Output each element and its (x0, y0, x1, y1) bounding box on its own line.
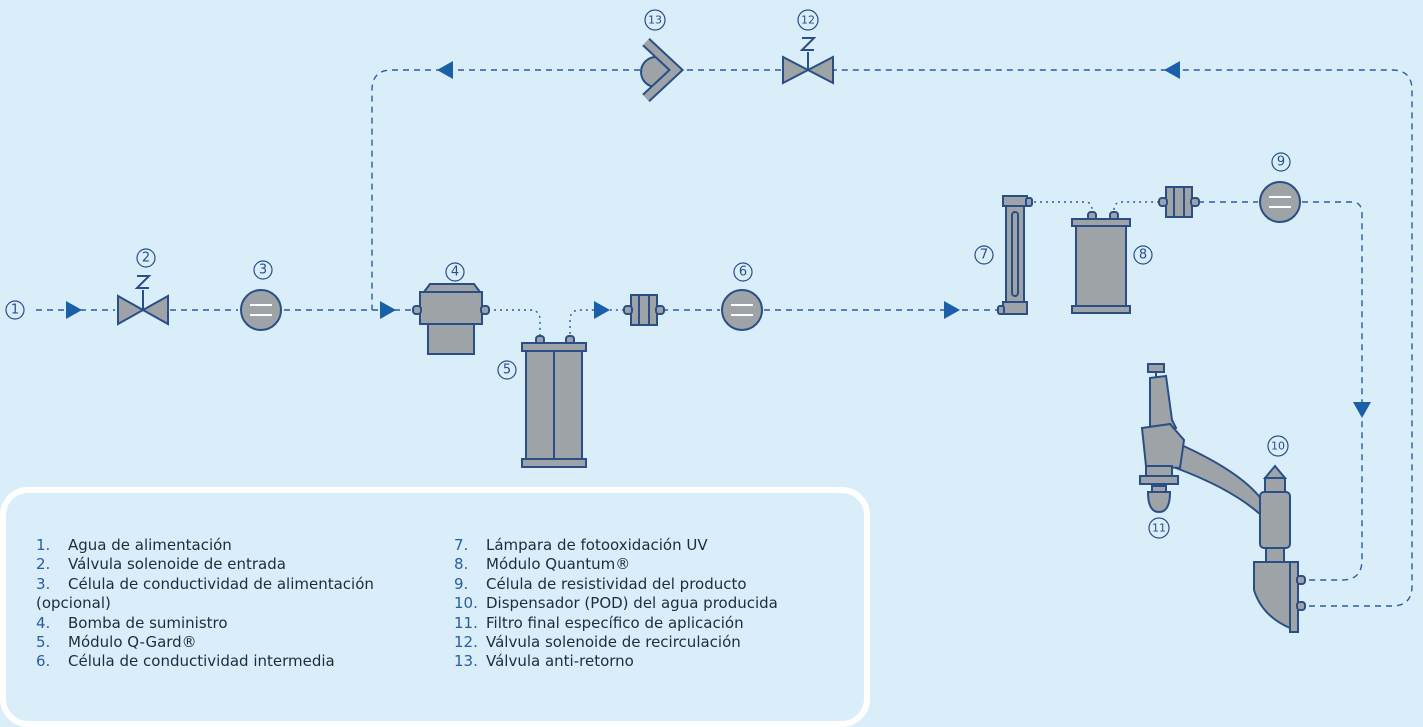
feed-conductivity-cell-icon (240, 289, 282, 331)
svg-text:3: 3 (259, 263, 267, 278)
svg-text:2: 2 (142, 251, 150, 266)
marker-9: 9 (1271, 152, 1291, 172)
svg-text:9: 9 (1277, 155, 1285, 170)
intermediate-conductivity-cell-icon (721, 289, 763, 331)
quantum-module-icon (1071, 211, 1131, 314)
marker-5: 5 (497, 360, 517, 380)
legend-item-label: Bomba de suministro (68, 613, 228, 632)
legend-item-label: Lámpara de fotooxidación UV (486, 536, 708, 554)
marker-10: 10 (1267, 435, 1289, 457)
inlet-solenoid-valve-icon (117, 275, 169, 326)
legend-item: 12. Válvula solenoide de recirculación (454, 633, 874, 652)
supply-pump-icon (412, 283, 490, 355)
marker-12: 12 (797, 9, 819, 31)
svg-text:6: 6 (739, 265, 747, 280)
number-markers: 1 2 3 4 5 6 7 8 9 10 11 12 13 (5, 9, 1291, 539)
legend-item: 13. Válvula anti-retorno (454, 652, 874, 671)
marker-7: 7 (974, 245, 994, 265)
legend-item: 5. Módulo Q-Gard® (36, 633, 436, 652)
arrow-left-icon (437, 61, 453, 79)
legend-box (0, 487, 870, 727)
legend-item-number: 11. (454, 613, 478, 632)
svg-text:10: 10 (1271, 440, 1285, 453)
legend-item: 2. Válvula solenoide de entrada (36, 555, 436, 574)
legend-item-number: 5. (36, 633, 51, 652)
legend-item-label: Filtro final específico de aplicación (486, 613, 744, 632)
legend-item-label: Célula de conductividad de alimentación (68, 574, 374, 593)
legend-item: 11. Filtro final específico de aplicación (454, 614, 874, 633)
product-resistivity-cell-icon (1259, 181, 1301, 223)
legend-list-left: 1. Agua de alimentación 2. Válvula solenoi… (36, 536, 436, 672)
legend-item-number: 6. (36, 652, 51, 671)
svg-text:11: 11 (1152, 522, 1166, 535)
legend-item-label: Célula de conductividad intermedia (68, 652, 335, 671)
legend-item-label: Válvula anti-retorno (486, 652, 634, 671)
arrow-right-icon (66, 301, 82, 319)
arrow-right-icon (944, 301, 960, 319)
marker-11: 11 (1148, 517, 1170, 539)
marker-13: 13 (644, 9, 666, 31)
legend-item: (opcional) (36, 594, 436, 613)
filter-cartridge-icon (1158, 186, 1200, 218)
marker-4: 4 (445, 262, 465, 282)
svg-text:7: 7 (980, 248, 988, 263)
legend-item-label: Válvula solenoide de entrada (68, 555, 286, 574)
legend-item: 9. Célula de resistividad del producto (454, 575, 874, 594)
legend-item-number: 13. (454, 652, 478, 671)
legend-item-number: 4. (36, 613, 51, 632)
flow-arrows (66, 61, 1371, 418)
arrow-right-icon (594, 301, 610, 319)
arrow-down-icon (1353, 402, 1371, 418)
legend-item: 1. Agua de alimentación (36, 536, 436, 555)
legend-item: 7. Lámpara de fotooxidación UV (454, 536, 874, 555)
legend-item-number: 12. (454, 633, 478, 652)
uv-lamp-icon (997, 195, 1033, 315)
water-purification-diagram: 1 2 3 4 5 6 7 8 9 10 11 12 13 (5, 9, 1413, 633)
legend-item-number: 3. (36, 574, 51, 593)
legend-item-number: 2. (36, 555, 51, 574)
legend-item-number: 1. (36, 536, 51, 554)
legend-item-number: 7. (454, 536, 469, 554)
legend-list-right: 7. Lámpara de fotooxidación UV 8. Módulo Q… (454, 536, 874, 672)
pod-dispenser-icon (1139, 363, 1306, 633)
legend-item: 6. Célula de conductividad intermedia (36, 652, 436, 671)
marker-3: 3 (253, 260, 273, 280)
legend-item-label: Módulo Q-Gard® (68, 633, 197, 652)
legend-item-label: Válvula solenoide de recirculación (486, 633, 741, 652)
svg-text:1: 1 (11, 303, 19, 318)
check-valve-icon (640, 37, 685, 103)
svg-text:5: 5 (503, 363, 511, 378)
legend-item-number: 8. (454, 555, 469, 574)
svg-text:8: 8 (1139, 248, 1147, 263)
marker-1: 1 (5, 300, 25, 320)
legend-item: 3. Célula de conductividad de alimentació… (36, 575, 436, 594)
legend-item-label: Dispensador (POD) del agua producida (486, 594, 778, 613)
svg-text:4: 4 (451, 265, 459, 280)
arrow-left-icon (1164, 61, 1180, 79)
flow-lines (36, 69, 1413, 607)
legend-item: 10. Dispensador (POD) del agua producida (454, 594, 874, 613)
legend-item-label: Módulo Quantum® (486, 555, 631, 574)
legend-item-number: 9. (454, 574, 469, 593)
recirculation-solenoid-valve-icon (782, 37, 834, 85)
q-gard-module-icon (521, 335, 587, 468)
marker-6: 6 (733, 262, 753, 282)
legend-item-label: Célula de resistividad del producto (486, 574, 747, 593)
arrow-right-icon (380, 301, 396, 319)
legend-item-label: Agua de alimentación (68, 536, 232, 554)
svg-text:12: 12 (801, 14, 815, 27)
legend-item: 4. Bomba de suministro (36, 614, 436, 633)
svg-text:13: 13 (648, 14, 662, 27)
legend-item-number: 10. (454, 594, 478, 613)
legend-item: 8. Módulo Quantum® (454, 555, 874, 574)
legend-item-label: (opcional) (36, 594, 111, 613)
filter-cartridge-icon (623, 294, 665, 326)
marker-8: 8 (1133, 245, 1153, 265)
marker-2: 2 (136, 248, 156, 268)
